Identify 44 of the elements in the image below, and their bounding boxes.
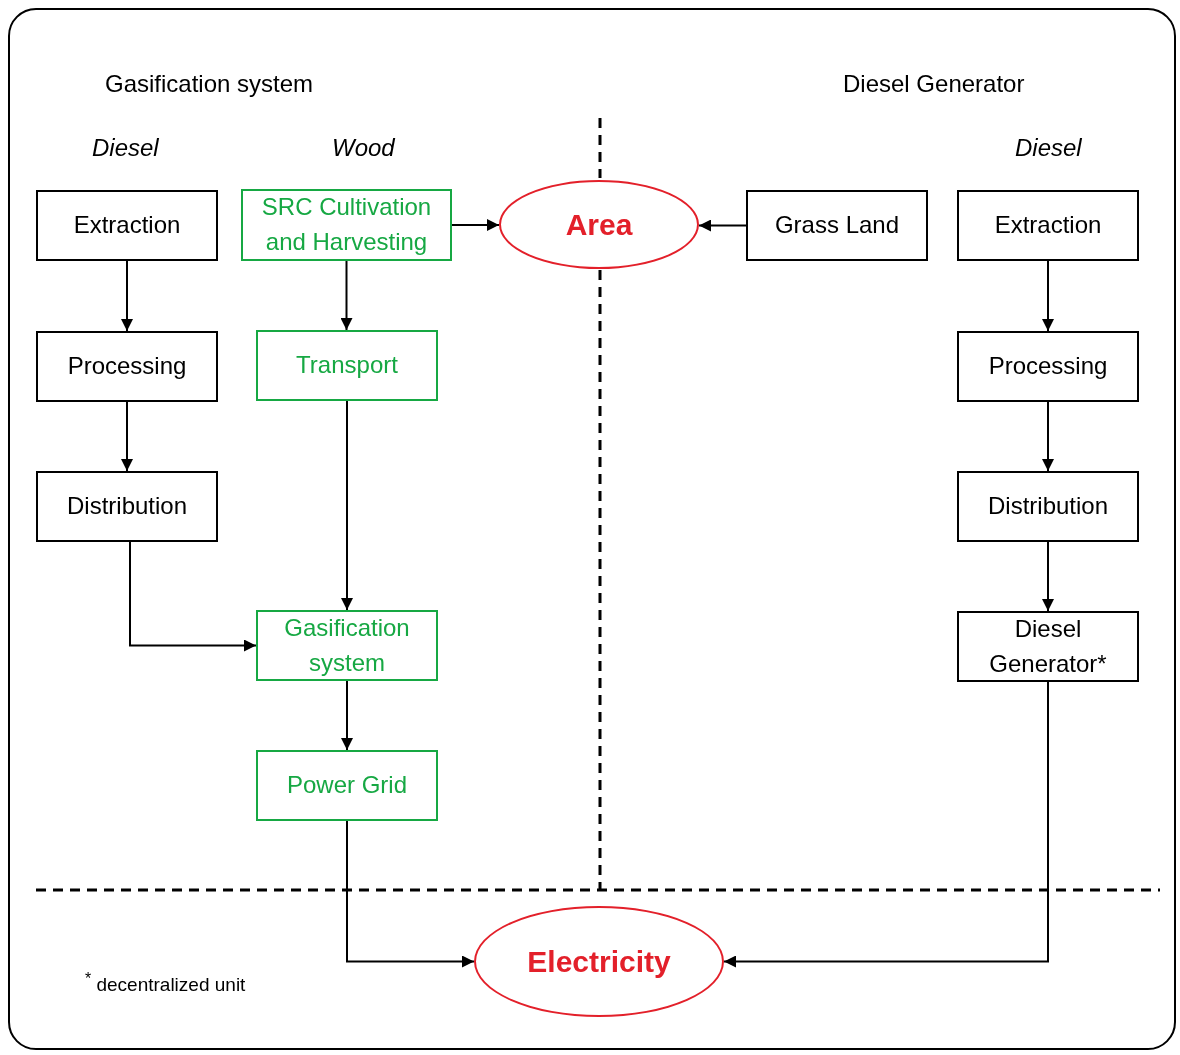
node-label: Transport — [296, 350, 398, 381]
process-box — [241, 189, 452, 261]
node-label: Extraction — [994, 210, 1102, 241]
node-label: Diesel Generator* — [988, 613, 1108, 679]
arrow — [121, 260, 133, 332]
node-label: Extraction — [73, 210, 181, 241]
arrow — [1042, 401, 1054, 472]
node-label: Grass Land — [774, 210, 900, 241]
node-label: Electricity — [527, 943, 671, 980]
node-label: SRC Cultivation and Harvesting — [260, 192, 433, 257]
node-label: Processing — [67, 351, 187, 382]
process-box — [36, 331, 218, 402]
process-box — [36, 190, 218, 261]
arrow — [451, 219, 500, 231]
process-box — [746, 190, 928, 261]
node-label: Processing — [988, 351, 1108, 382]
arrow — [698, 219, 747, 232]
node-label: Area — [565, 206, 633, 243]
process-box — [256, 750, 438, 821]
process-box — [36, 471, 218, 542]
node-label: Power Grid — [286, 770, 407, 801]
process-box — [957, 611, 1139, 682]
column-heading: Wood — [332, 134, 395, 162]
process-box — [957, 331, 1139, 402]
arrow — [341, 680, 353, 751]
node-label: Distribution — [987, 491, 1108, 522]
footnote: $^{*}$ decentralized unit — [85, 970, 246, 997]
arrow — [340, 260, 353, 331]
section-heading: Diesel Generator — [843, 70, 1025, 98]
process-box — [957, 190, 1139, 261]
section-heading: Gasification system — [105, 70, 314, 98]
column-heading: Diesel — [1015, 134, 1082, 162]
arrow — [341, 400, 353, 611]
arrow — [129, 541, 257, 652]
process-box — [256, 610, 438, 681]
arrow — [1042, 260, 1054, 332]
node-label: Distribution — [66, 491, 187, 522]
arrow — [723, 681, 1049, 968]
process-box — [256, 330, 438, 401]
node-label: Gasification system — [283, 612, 411, 678]
process-box — [957, 471, 1139, 542]
arrow — [121, 401, 133, 472]
arrow — [1042, 541, 1054, 612]
column-heading: Diesel — [92, 134, 159, 162]
